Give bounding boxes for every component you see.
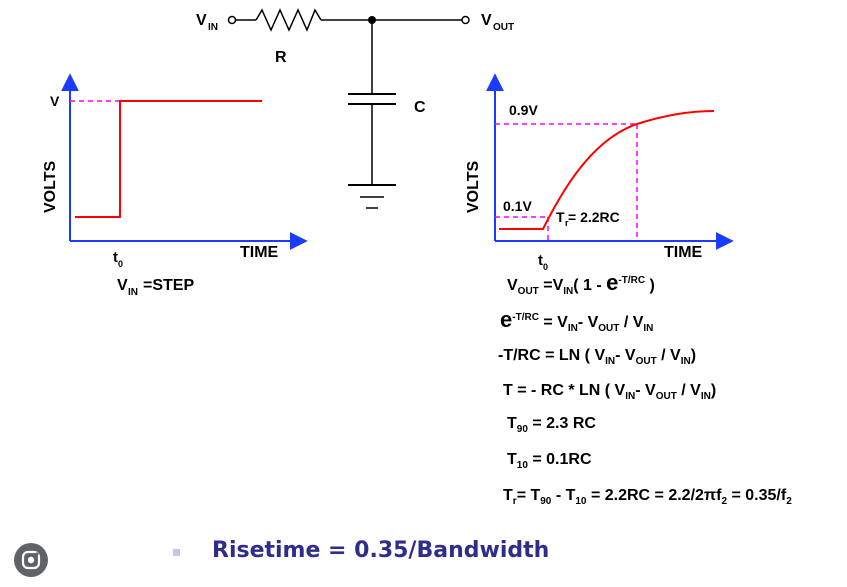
level-10-label: 0.1V bbox=[503, 198, 532, 214]
rise-time-subscript: r bbox=[565, 218, 569, 228]
vin-step-caption-rest: =STEP bbox=[143, 277, 194, 294]
right-t0-label: t bbox=[538, 252, 543, 269]
rc-response-trace bbox=[499, 110, 715, 230]
rise-time-T: T bbox=[556, 209, 565, 225]
vout-label: V bbox=[481, 12, 492, 29]
equation-vout: VOUT =VIN( 1 - e-T/RC ) bbox=[507, 270, 655, 298]
vin-terminal bbox=[227, 15, 237, 25]
left-v-tick: V bbox=[50, 93, 60, 109]
resistor-label: R bbox=[275, 49, 287, 66]
equation-t90: T90 = 2.3 RC bbox=[507, 415, 596, 435]
vin-step-caption-v: V bbox=[117, 277, 128, 294]
vin-subscript: IN bbox=[208, 22, 218, 33]
risetime-caption: Risetime = 0.35/Bandwidth bbox=[212, 538, 550, 563]
left-t0-label: t bbox=[113, 249, 118, 266]
equation-ln: -T/RC = LN ( VIN- VOUT / VIN) bbox=[498, 347, 697, 367]
vin-label: V bbox=[196, 12, 207, 29]
output-response-graph: 0.9V 0.1V T r = 2.2RC VOLTS TIME t 0 bbox=[465, 73, 734, 272]
left-x-axis-label: TIME bbox=[240, 244, 279, 261]
equation-t: T = - RC * LN ( VIN- VOUT / VIN) bbox=[503, 382, 717, 402]
right-y-axis-label: VOLTS bbox=[465, 161, 482, 213]
right-t0-subscript: 0 bbox=[543, 262, 548, 272]
equation-t10: T10 = 0.1RC bbox=[507, 451, 592, 471]
vin-step-caption-sub: IN bbox=[128, 287, 138, 298]
caption-bullet bbox=[173, 549, 180, 556]
left-t0-subscript: 0 bbox=[118, 259, 123, 269]
right-x-axis-label: TIME bbox=[664, 244, 703, 261]
rc-circuit: V IN R V OUT C bbox=[196, 8, 514, 209]
rise-time-value: = 2.2RC bbox=[568, 209, 620, 225]
equation-rise-time: Tr= T90 - T10 = 2.2RC = 2.2/2πf2 = 0.35/… bbox=[503, 487, 792, 507]
google-lens-icon[interactable] bbox=[14, 543, 48, 577]
vout-subscript: OUT bbox=[493, 22, 514, 33]
equation-exponential: e-T/RC = VIN- VOUT / VIN bbox=[500, 307, 654, 335]
camera-lens-glyph bbox=[21, 550, 41, 570]
vout-terminal bbox=[461, 15, 470, 25]
capacitor-label: C bbox=[414, 99, 426, 116]
level-90-label: 0.9V bbox=[509, 102, 538, 118]
left-y-axis-label: VOLTS bbox=[42, 161, 59, 213]
step-signal-trace bbox=[75, 100, 262, 218]
resistor-zigzag bbox=[255, 8, 322, 32]
input-step-graph: V VOLTS TIME t 0 V IN =STEP bbox=[42, 73, 308, 298]
